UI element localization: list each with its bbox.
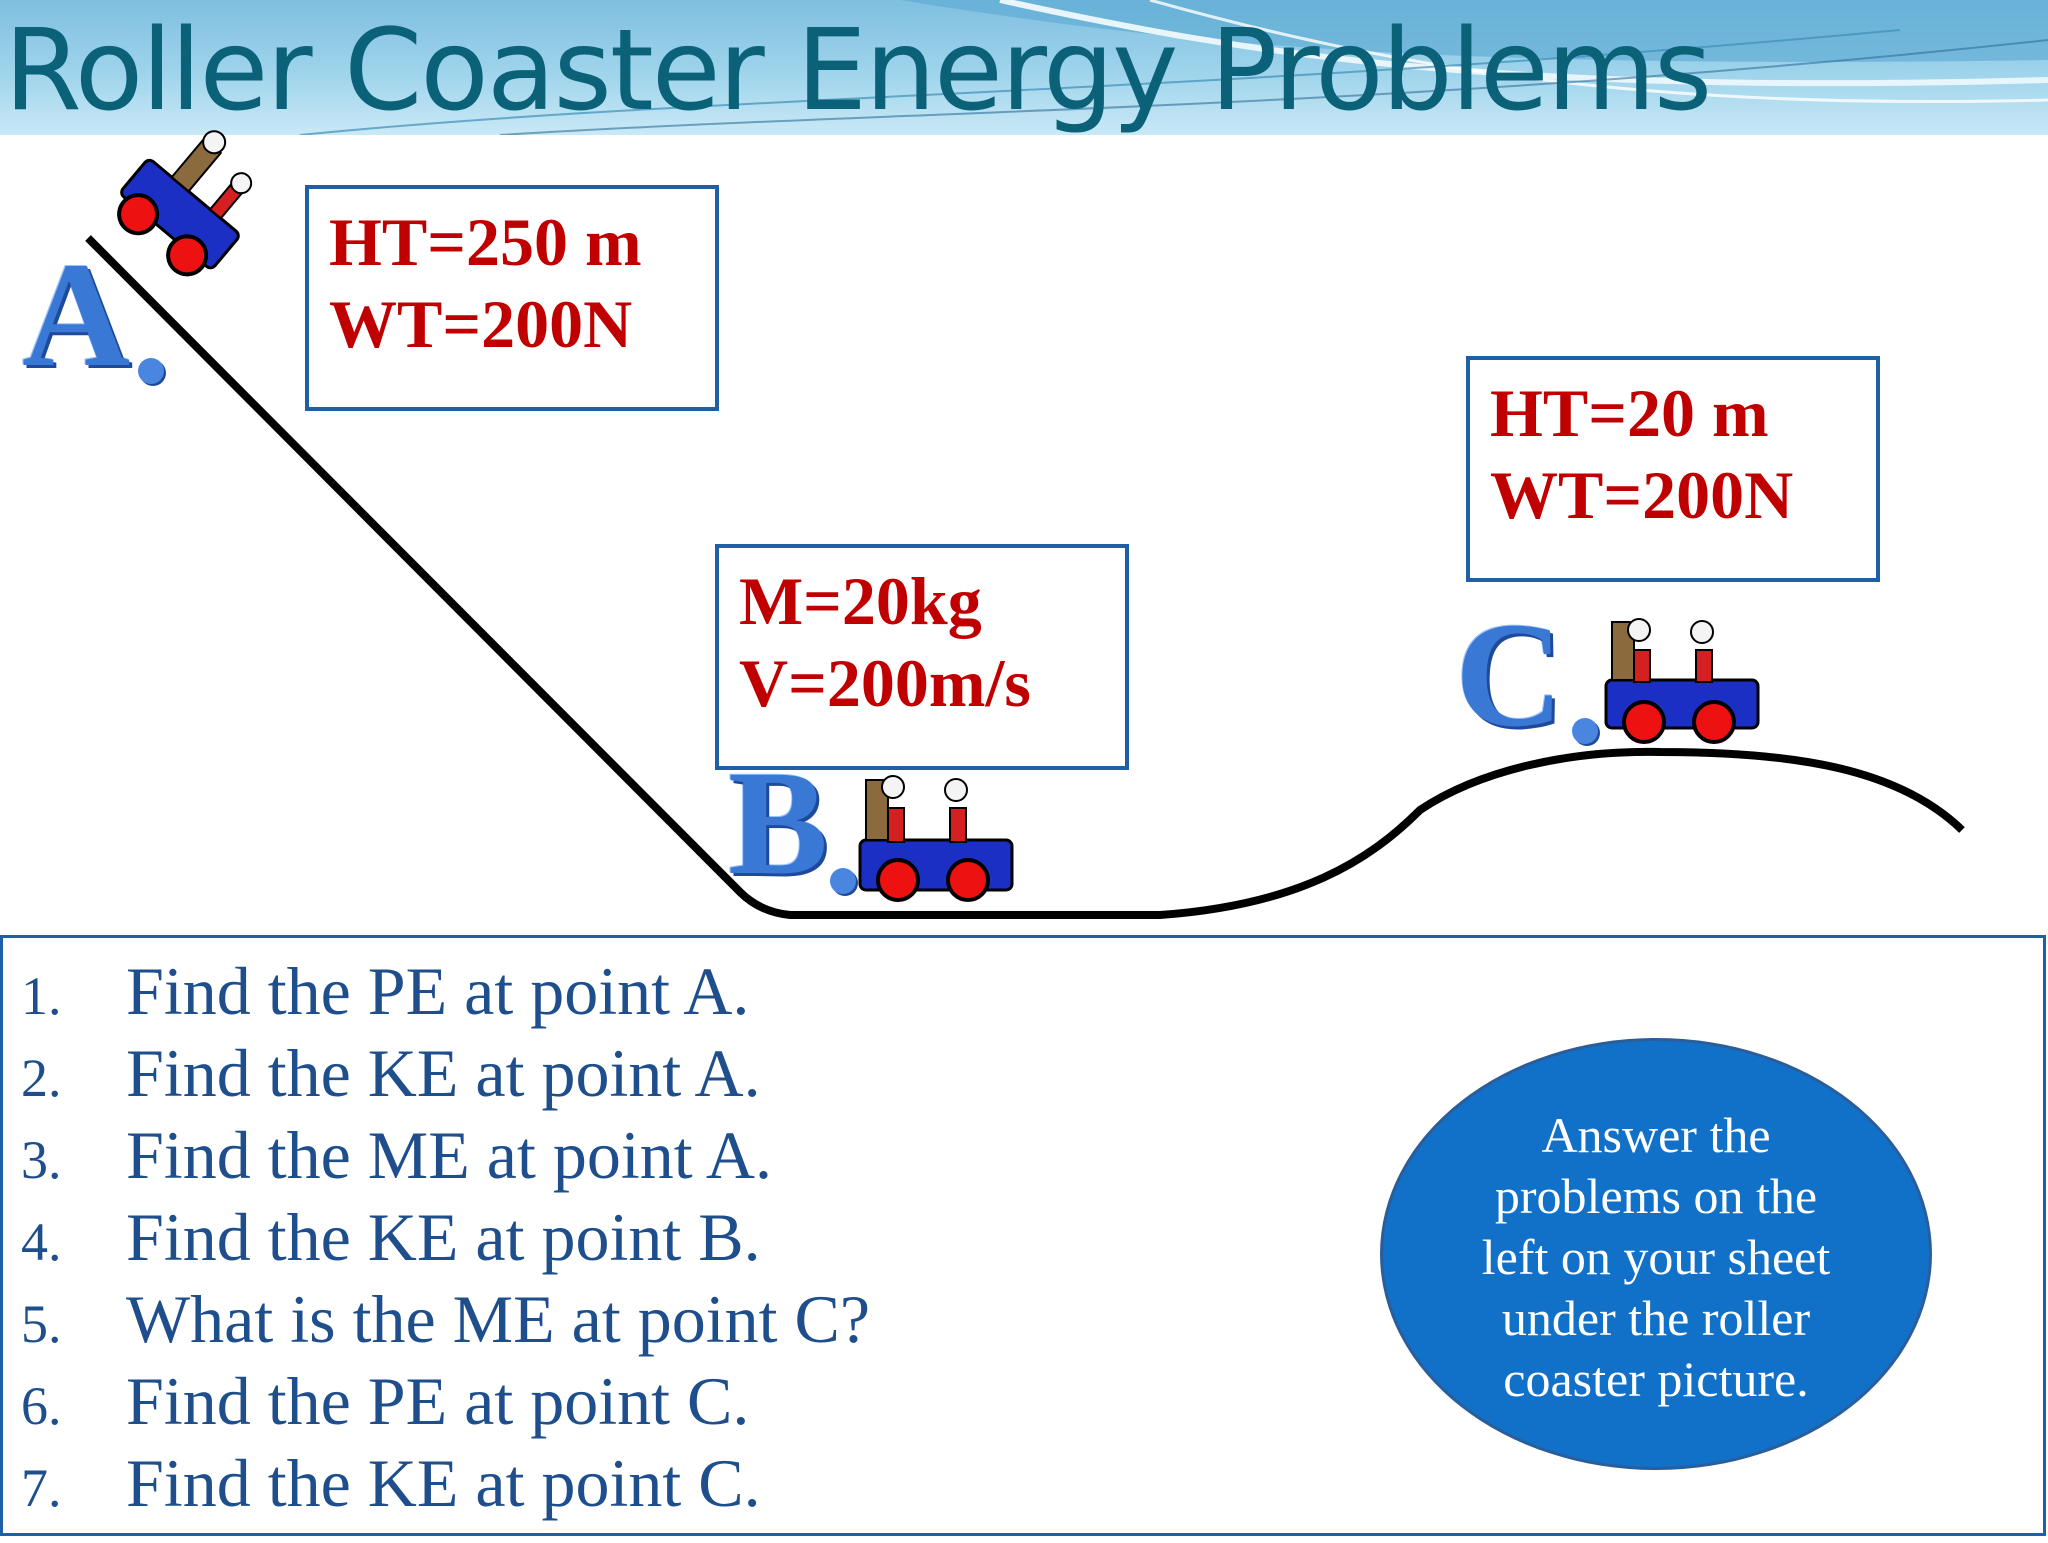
question-text: Find the KE at point B. [126, 1199, 761, 1275]
info-a-weight: WT=200N [329, 286, 633, 362]
question-number: 4. [21, 1212, 62, 1272]
question-item: 3. Find the ME at point A. [21, 1114, 870, 1196]
instruction-oval: Answer the problems on the left on your … [1380, 1038, 1932, 1470]
question-number: 3. [21, 1130, 62, 1190]
question-text: Find the KE at point A. [126, 1035, 761, 1111]
info-c-height: HT=20 m [1490, 375, 1769, 451]
question-number: 7. [21, 1458, 62, 1518]
point-label-c: C [1455, 592, 1564, 758]
question-item: 4. Find the KE at point B. [21, 1196, 870, 1278]
question-list: 1. Find the PE at point A. 2. Find the KE … [21, 950, 870, 1524]
point-label-a: A [22, 232, 131, 398]
coaster-car-a-icon [117, 130, 253, 277]
question-number: 5. [21, 1294, 62, 1354]
question-number: 2. [21, 1048, 62, 1108]
question-text: Find the KE at point C. [126, 1445, 761, 1521]
question-text: What is the ME at point C? [126, 1281, 871, 1357]
point-a-dot [138, 358, 164, 384]
question-item: 7. Find the KE at point C. [21, 1442, 870, 1524]
info-box-b: M=20kg V=200m/s [715, 544, 1129, 770]
question-text: Find the ME at point A. [126, 1117, 772, 1193]
info-c-weight: WT=200N [1490, 457, 1794, 533]
question-text: Find the PE at point C. [126, 1363, 750, 1439]
info-b-velocity: V=200m/s [739, 645, 1031, 721]
coaster-car-b-icon [858, 775, 1014, 902]
question-number: 6. [21, 1376, 62, 1436]
question-number: 1. [21, 966, 62, 1026]
question-item: 6. Find the PE at point C. [21, 1360, 870, 1442]
coaster-car-c-icon [1604, 618, 1760, 744]
info-b-mass: M=20kg [739, 563, 982, 639]
info-box-a: HT=250 m WT=200N [305, 185, 719, 411]
point-c-dot [1572, 718, 1598, 744]
question-text: Find the PE at point A. [126, 953, 750, 1029]
questions-panel: 1. Find the PE at point A. 2. Find the KE … [0, 935, 2046, 1536]
info-box-c: HT=20 m WT=200N [1466, 356, 1880, 582]
header-swoosh-decoration [299, 0, 2048, 135]
question-item: 1. Find the PE at point A. [21, 950, 870, 1032]
coaster-track [85, 235, 1965, 919]
question-item: 5. What is the ME at point C? [21, 1278, 870, 1360]
point-b-dot [830, 868, 856, 894]
question-item: 2. Find the KE at point A. [21, 1032, 870, 1114]
roller-coaster-track-diagram [85, 130, 1965, 919]
instruction-text: Answer the problems on the left on your … [1481, 1106, 1831, 1407]
point-label-b: B [728, 740, 829, 906]
header-band: Roller Coaster Energy Problems [0, 0, 2048, 135]
info-a-height: HT=250 m [329, 204, 642, 280]
page-title: Roller Coaster Energy Problems [4, 6, 1712, 135]
